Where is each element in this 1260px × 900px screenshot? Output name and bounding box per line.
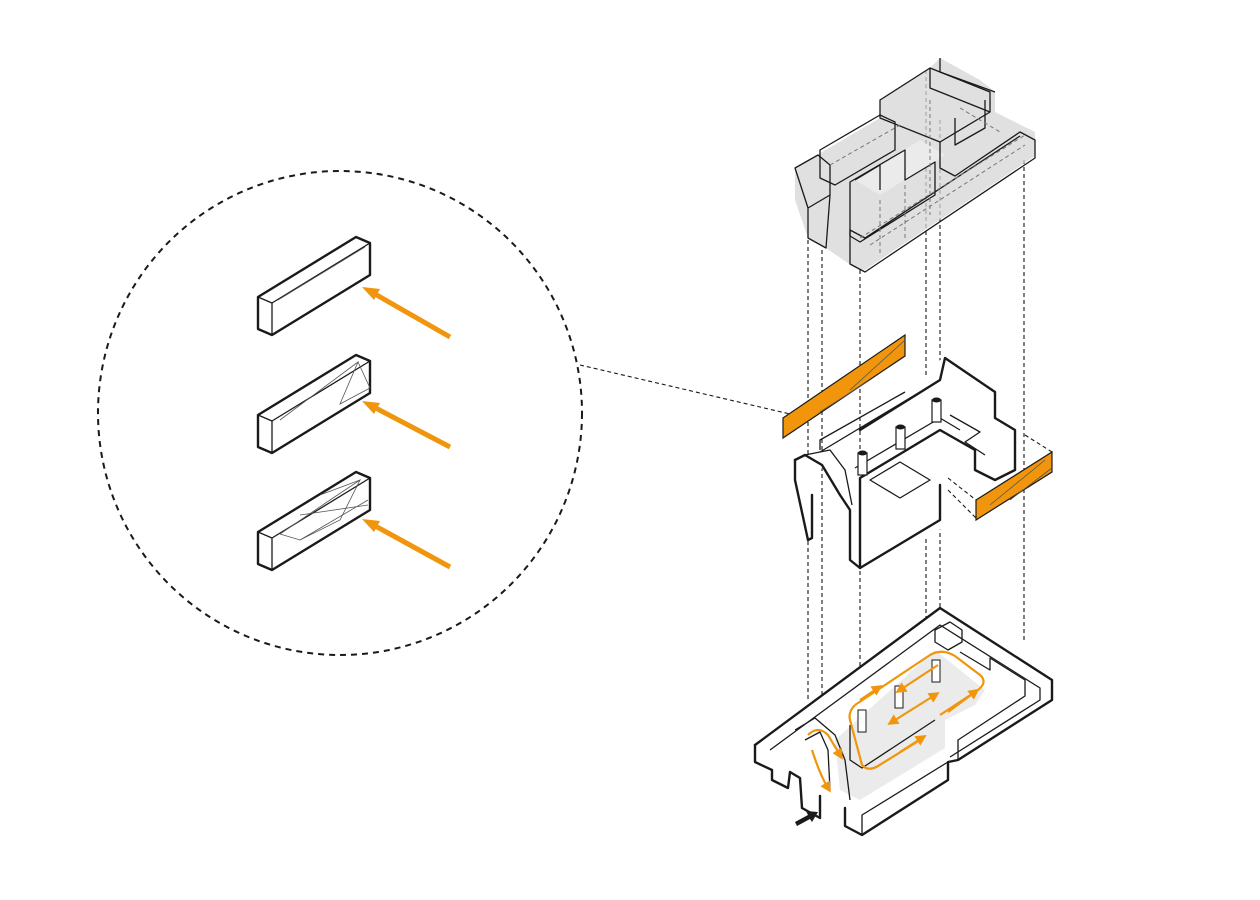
orange-light-arrow — [362, 519, 452, 570]
dashed-callout-circle — [97, 170, 583, 656]
middle-level — [782, 333, 1053, 570]
roof-volume — [794, 58, 1036, 273]
single-fold-panel — [256, 353, 372, 455]
ground-level — [753, 606, 1054, 837]
callout-leader-line — [579, 364, 791, 415]
entrance-arrow — [795, 811, 818, 826]
solid-panel — [256, 235, 372, 337]
column — [931, 397, 942, 423]
orange-light-arrow — [362, 287, 452, 340]
orange-facade-panel-right — [975, 450, 1053, 522]
detail-callout — [97, 170, 791, 656]
double-fold-panel — [256, 470, 372, 572]
orange-light-arrow — [362, 401, 452, 450]
orange-facade-panel-left — [782, 333, 906, 440]
circulation-arrow — [807, 650, 985, 793]
column — [857, 450, 868, 476]
column — [895, 424, 906, 450]
